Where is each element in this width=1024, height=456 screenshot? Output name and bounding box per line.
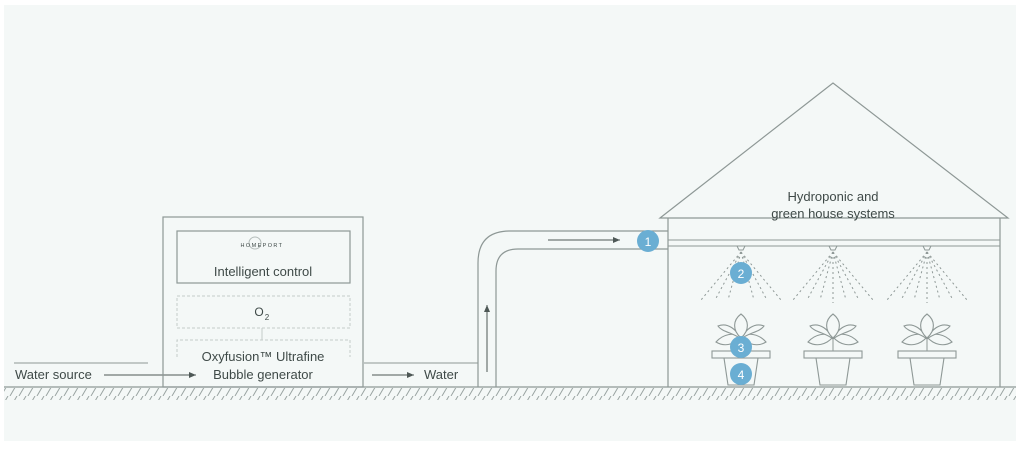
homeport-logo-icon (248, 236, 262, 250)
greenhouse-roof (658, 82, 1010, 219)
potted-plant-3 (897, 313, 957, 386)
marker-3: 3 (730, 336, 752, 358)
potted-plant-2 (803, 313, 863, 386)
oxygen-chamber (176, 295, 351, 329)
water-pipe (364, 230, 668, 387)
sprayer-nozzle-2 (792, 245, 874, 303)
sprayer-nozzle-1 (700, 245, 782, 301)
oxygen-label: O (254, 305, 263, 319)
intelligent-control-label: Intelligent control (214, 264, 312, 279)
marker-4: 4 (730, 363, 752, 385)
unit-name-line1: Oxyfusion™ Ultrafine (202, 349, 325, 364)
greenhouse (658, 82, 1010, 387)
marker-1-label: 1 (645, 235, 652, 249)
marker-2: 2 (730, 262, 752, 284)
diagram-background (4, 5, 1016, 441)
marker-3-label: 3 (738, 341, 745, 355)
water-source-line (14, 362, 196, 378)
water-label: Water (424, 367, 459, 382)
sprayer-nozzle-3 (886, 245, 968, 303)
water-source-label: Water source (15, 367, 92, 382)
marker-1: 1 (637, 230, 659, 252)
marker-4-label: 4 (738, 368, 745, 382)
unit-name-line2: Bubble generator (213, 367, 313, 382)
greenhouse-title-line2: green house systems (771, 206, 895, 221)
oxygen-subscript: 2 (265, 313, 270, 322)
ground (4, 386, 1016, 400)
brand-wordmark: HOMEPORT (241, 243, 284, 249)
bubble-generator-unit (162, 216, 364, 388)
greenhouse-title-line1: Hydroponic and (787, 189, 878, 204)
intelligent-control-panel (176, 230, 351, 284)
marker-2-label: 2 (738, 267, 745, 281)
sprayer-group (700, 245, 968, 303)
